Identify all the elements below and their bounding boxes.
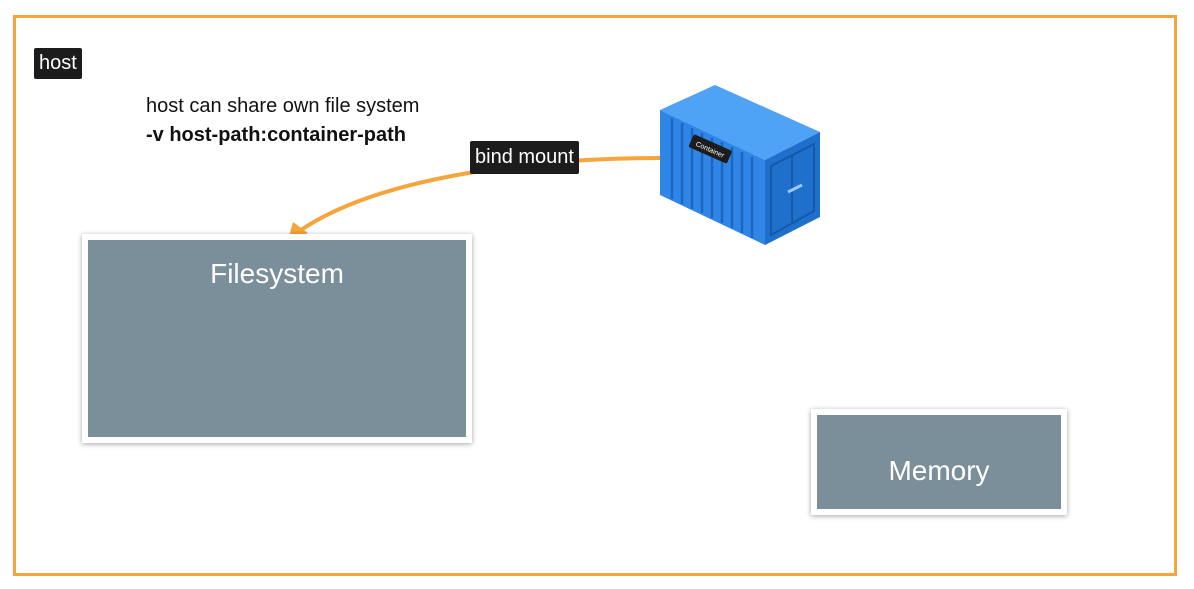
host-label: host: [34, 48, 82, 79]
host-description: host can share own file system: [146, 95, 420, 117]
host-frame: [13, 15, 1177, 576]
filesystem-box: Filesystem: [82, 234, 472, 443]
memory-title: Memory: [888, 455, 990, 486]
filesystem-title: Filesystem: [210, 258, 344, 289]
bind-mount-label: bind mount: [470, 141, 579, 174]
memory-box: Memory: [811, 409, 1067, 515]
shipping-container-icon: Container: [660, 85, 820, 245]
mount-command: -v host-path:container-path: [146, 124, 406, 146]
